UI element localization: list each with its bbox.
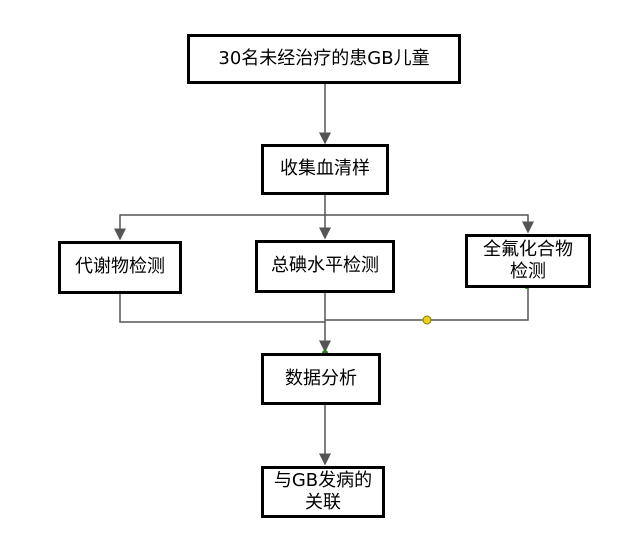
node-patients-label: 30名未经治疗的患GB儿童 (218, 47, 430, 69)
connector-serum-to-pfc (325, 214, 534, 234)
node-gb-association-label: 与GB发病的 关联 (273, 469, 373, 514)
connector-pfc-to-merge (325, 287, 529, 321)
node-pfc-test-label: 全氟化合物 检测 (483, 238, 573, 283)
node-gb-association[interactable]: 与GB发病的 关联 (261, 466, 385, 518)
connector-serum-to-metabolite (114, 214, 325, 241)
node-data-analysis-label: 数据分析 (285, 367, 357, 389)
node-serum-sample-label: 收集血清样 (280, 158, 370, 180)
node-patients[interactable]: 30名未经治疗的患GB儿童 (187, 34, 461, 84)
node-data-analysis[interactable]: 数据分析 (261, 353, 381, 405)
connector-handle-yellow[interactable] (422, 315, 432, 325)
connector-metabolite-to-merge (119, 294, 325, 323)
node-metabolite-test-label: 代谢物检测 (75, 256, 165, 278)
node-serum-sample[interactable]: 收集血清样 (261, 144, 389, 195)
node-iodine-test[interactable]: 总碘水平检测 (255, 240, 395, 293)
node-iodine-test-label: 总碘水平检测 (271, 255, 379, 277)
node-pfc-test[interactable]: 全氟化合物 检测 (465, 234, 591, 288)
node-metabolite-test[interactable]: 代谢物检测 (58, 241, 182, 294)
